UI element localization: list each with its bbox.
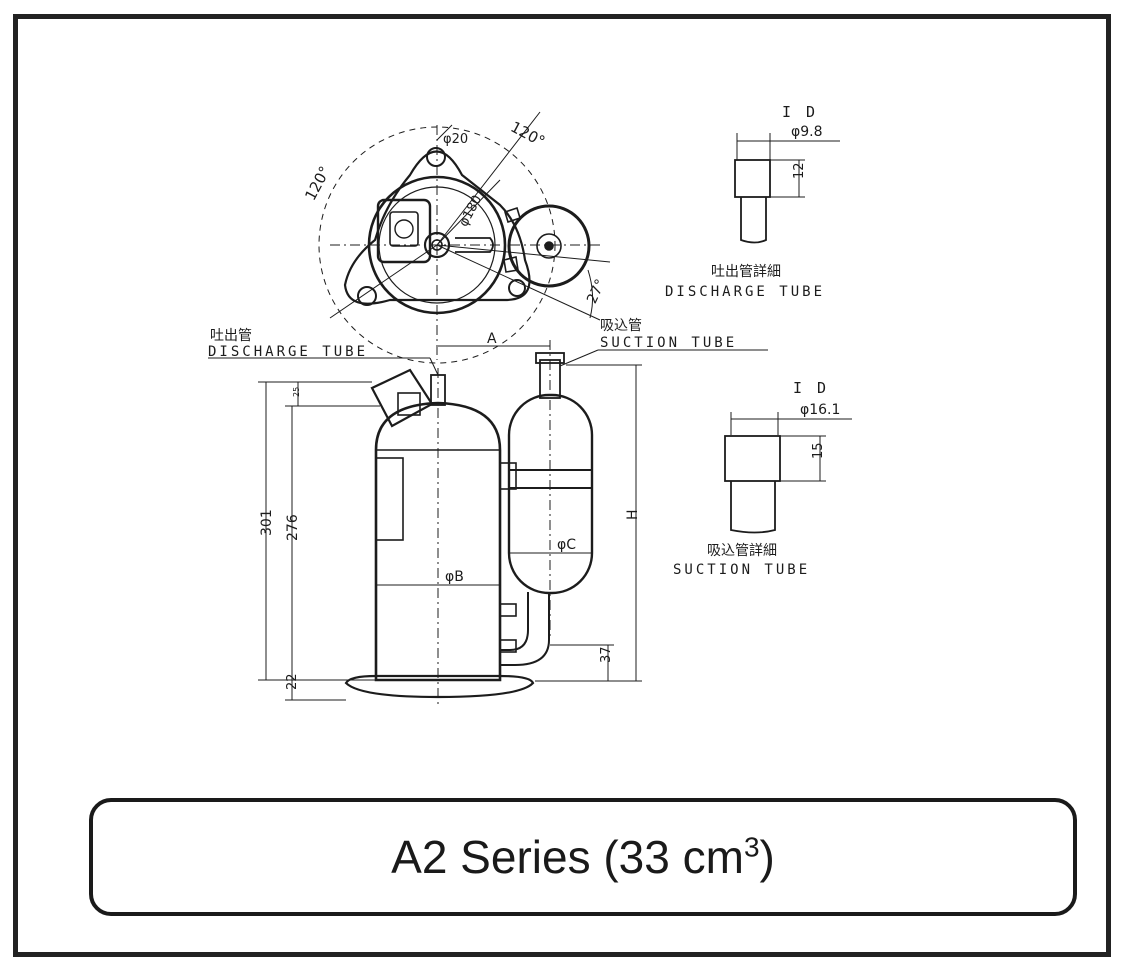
- series-caption-close: ): [759, 831, 775, 883]
- dim-h-label: H: [625, 509, 641, 520]
- series-caption-superscript: 3: [743, 831, 760, 863]
- suction-length-label: 15: [811, 442, 826, 459]
- suction-detail-title-jp: 吸込管詳細: [707, 543, 777, 559]
- side-suction-label-en: SUCTION TUBE: [600, 335, 737, 351]
- series-caption-box: A2 Series (33 cm3): [89, 798, 1077, 916]
- dim-b-label: φB: [445, 569, 464, 585]
- suction-id-value: φ16.1: [800, 402, 840, 418]
- series-caption-text: A2 Series (33 cm: [391, 831, 744, 883]
- dia-small-label: φ20: [443, 132, 468, 147]
- side-view: [208, 340, 768, 708]
- side-suction-label-jp: 吸込管: [600, 318, 642, 334]
- side-discharge-label-en: DISCHARGE TUBE: [208, 344, 368, 360]
- side-discharge-label-jp: 吐出管: [210, 328, 252, 344]
- discharge-detail-title-jp: 吐出管詳細: [711, 264, 781, 280]
- dim-25-label: 25: [292, 387, 301, 397]
- dim-22-label: 22: [285, 673, 300, 690]
- suction-id-label: I D: [793, 379, 829, 397]
- dim-a-label: A: [487, 331, 497, 347]
- dim-c-label: φC: [557, 537, 576, 553]
- dim-301-label: 301: [259, 509, 275, 536]
- suction-tube-detail: [724, 412, 852, 534]
- angle-small-label: 27°: [584, 277, 609, 306]
- discharge-length-label: 12: [792, 162, 807, 179]
- discharge-detail-title-en: DISCHARGE TUBE: [665, 284, 825, 300]
- discharge-tube-detail: [734, 133, 840, 244]
- discharge-id-label: I D: [782, 103, 818, 121]
- suction-detail-title-en: SUCTION TUBE: [673, 562, 810, 578]
- series-caption: A2 Series (33 cm3): [391, 830, 775, 884]
- dia-large-label: φ180: [456, 193, 485, 230]
- top-view: [318, 111, 611, 364]
- drawing-frame: [13, 14, 1111, 957]
- discharge-id-value: φ9.8: [791, 124, 823, 140]
- dim-276-label: 276: [285, 514, 301, 541]
- dim-37-label: 37: [599, 646, 614, 663]
